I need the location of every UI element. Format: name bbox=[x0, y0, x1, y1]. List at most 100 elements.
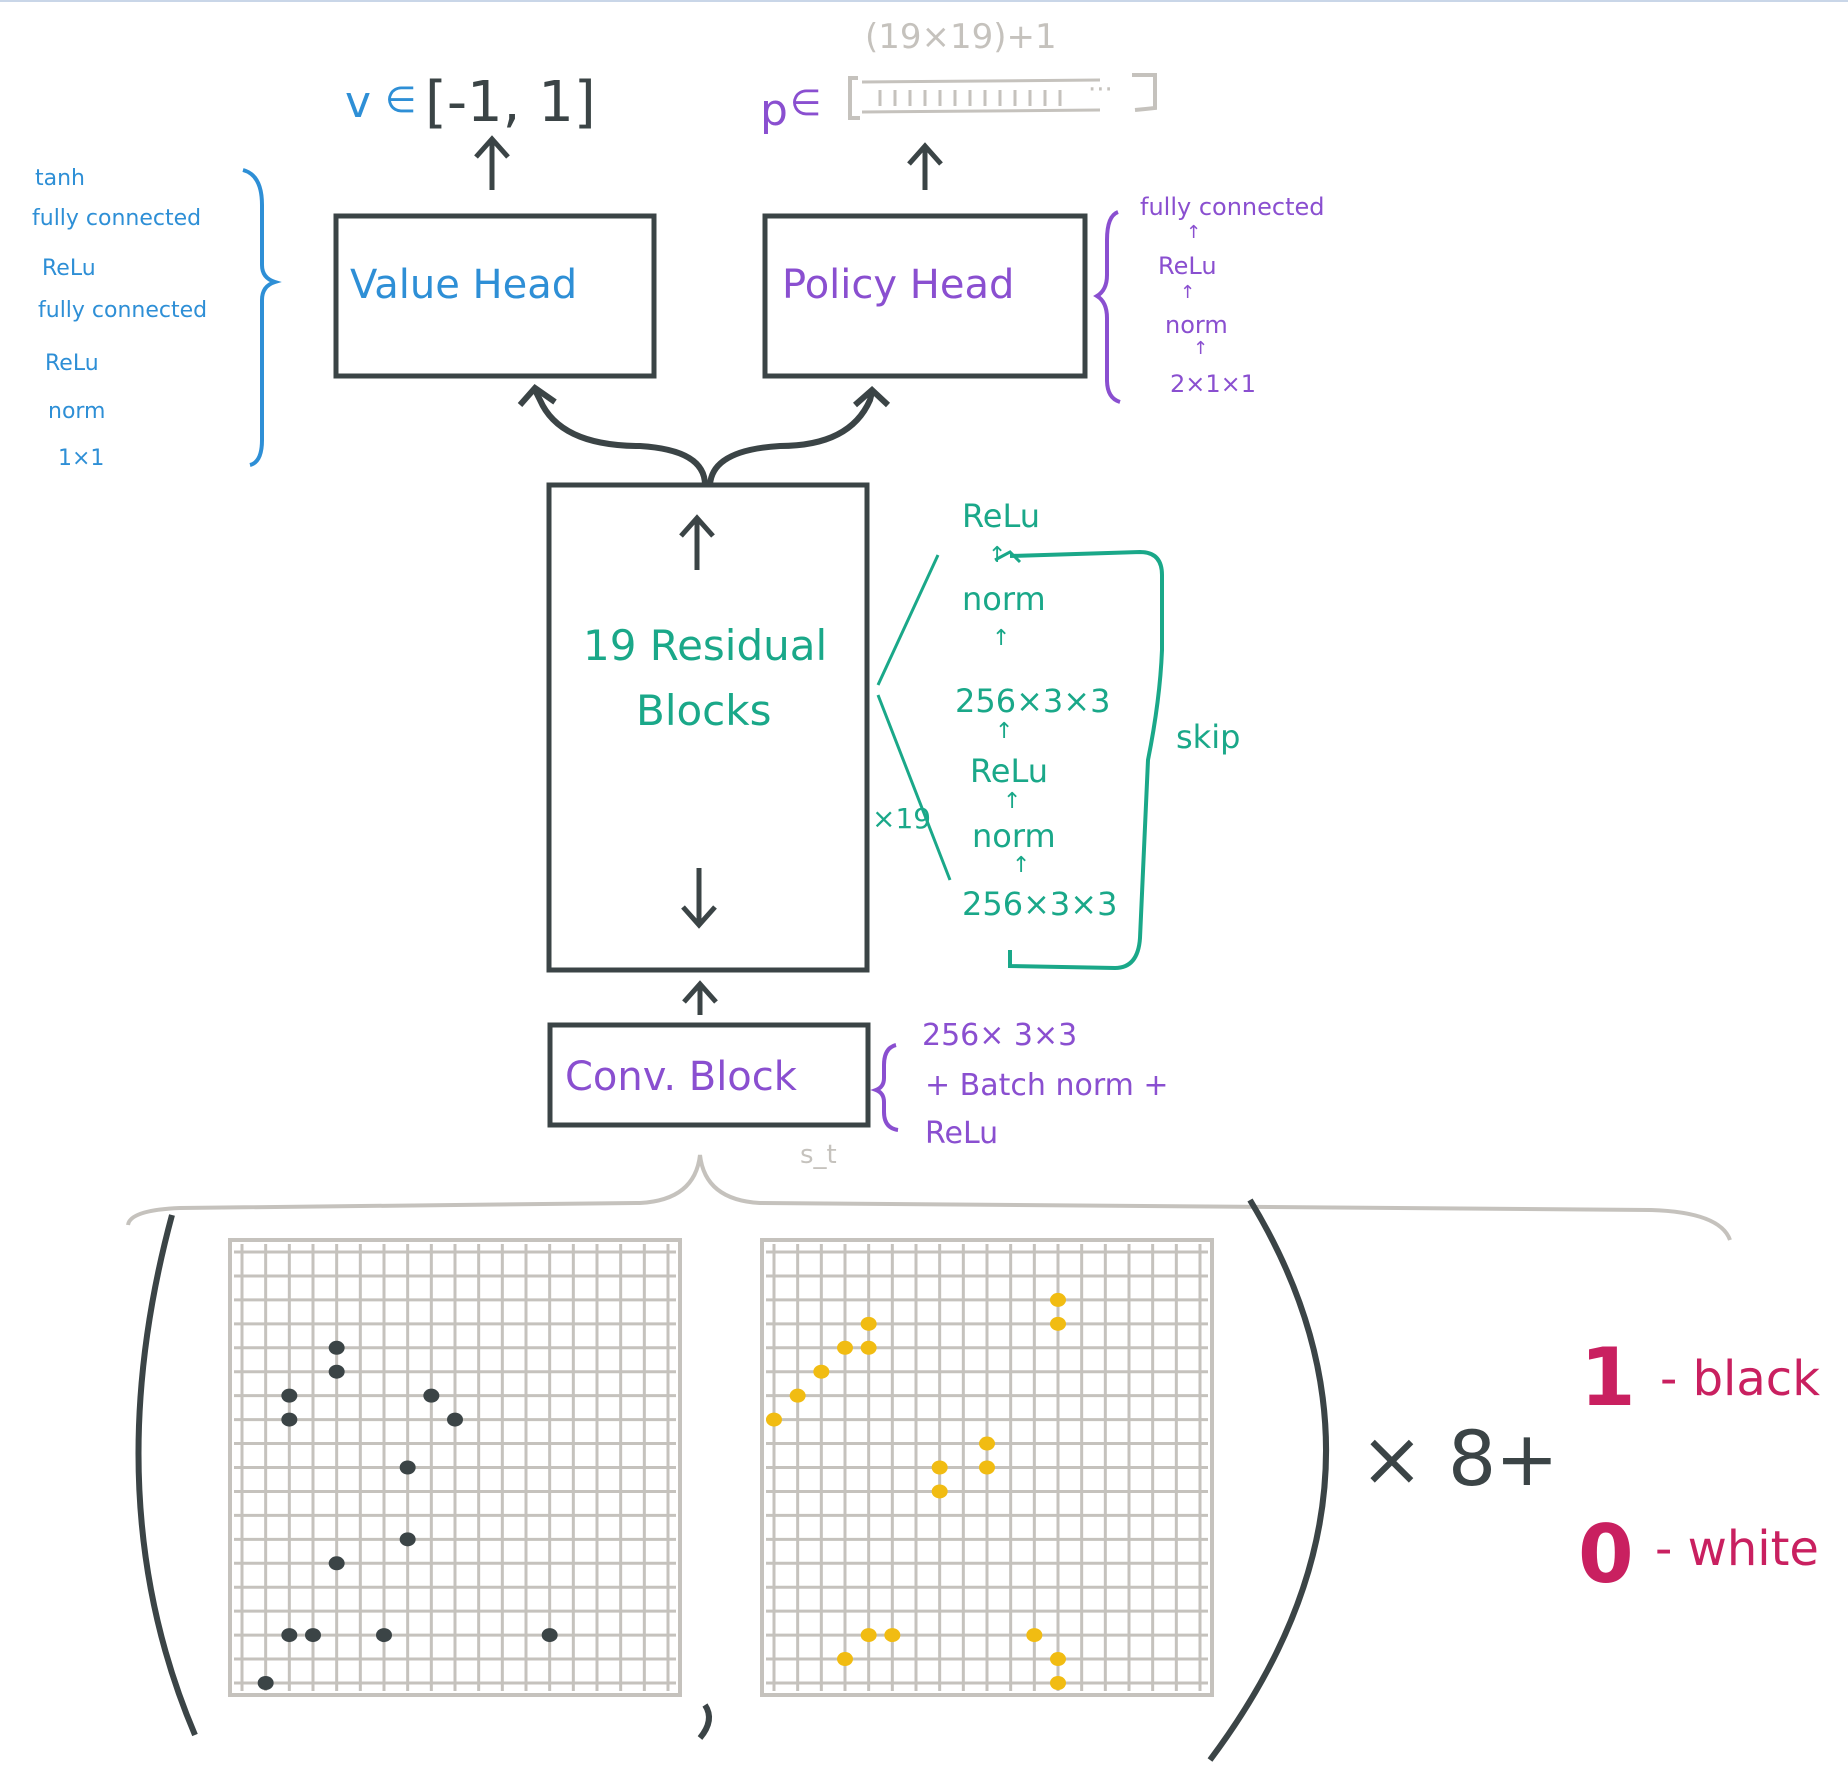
up-arrow-icon: ↑ bbox=[1180, 282, 1195, 303]
go-stone bbox=[1050, 1676, 1066, 1690]
state-label: s_t bbox=[800, 1140, 837, 1170]
go-stone bbox=[813, 1364, 830, 1379]
value-in-symbol: ∈ bbox=[385, 80, 416, 121]
go-stone bbox=[281, 1412, 298, 1427]
go-stone bbox=[1050, 1652, 1066, 1667]
conv-block-label: Conv. Block bbox=[565, 1054, 798, 1100]
plus-sign: + bbox=[1495, 1414, 1559, 1503]
go-stone bbox=[281, 1388, 298, 1403]
value-range: [-1, 1] bbox=[425, 70, 596, 135]
player-label-white: - white bbox=[1655, 1521, 1819, 1577]
policy-output: p ∈ (19×19)+1 ··· bbox=[760, 17, 1157, 136]
go-stone bbox=[399, 1532, 416, 1547]
value-layer-item: norm bbox=[48, 399, 106, 424]
residual-layer-item: 256×3×3 bbox=[962, 885, 1117, 923]
go-stone bbox=[979, 1460, 995, 1475]
board-white-stones bbox=[760, 1238, 1214, 1697]
up-arrow-icon: ↑ bbox=[992, 626, 1010, 651]
value-layer-item: fully connected bbox=[32, 206, 201, 231]
go-stone bbox=[257, 1676, 274, 1690]
value-head-layer-list: tanh fully connected ReLu fully connecte… bbox=[32, 166, 207, 471]
residual-layer-item: ReLu bbox=[970, 752, 1048, 790]
to-policy-head-arrowhead bbox=[853, 385, 891, 408]
up-arrow-icon: ↑ bbox=[988, 543, 1006, 568]
comma-separator bbox=[697, 1703, 712, 1740]
conv-detail-item: ReLu bbox=[925, 1116, 998, 1151]
left-parenthesis bbox=[135, 1214, 198, 1737]
policy-output-arrowhead bbox=[907, 142, 943, 166]
to-value-head-arrowhead bbox=[517, 384, 557, 407]
go-stone bbox=[837, 1340, 853, 1355]
residual-layer-item: ReLu bbox=[962, 497, 1040, 535]
value-layer-item: fully connected bbox=[38, 298, 207, 323]
to-policy-head-arrow bbox=[707, 391, 875, 486]
go-stone bbox=[884, 1628, 901, 1643]
go-stone bbox=[837, 1652, 853, 1667]
policy-layer-item: fully connected bbox=[1140, 193, 1325, 221]
go-stone bbox=[766, 1412, 782, 1427]
board-frame bbox=[760, 1238, 1214, 1697]
up-arrow-icon: ↑ bbox=[995, 719, 1013, 744]
go-stone bbox=[931, 1484, 948, 1499]
up-arrow-icon: ↑ bbox=[1193, 338, 1208, 359]
conv-block bbox=[547, 1022, 871, 1128]
value-layer-item: 1×1 bbox=[58, 446, 104, 471]
residual-label-line1: 19 Residual bbox=[583, 621, 827, 670]
policy-symbol: p bbox=[760, 85, 788, 136]
residual-up-arrowhead bbox=[679, 514, 715, 538]
player-value-black: 1 bbox=[1580, 1331, 1636, 1424]
up-arrow-icon: ↑ bbox=[1012, 853, 1030, 878]
policy-in-symbol: ∈ bbox=[790, 83, 821, 124]
policy-vector bbox=[848, 73, 1157, 120]
skip-label: skip bbox=[1176, 718, 1240, 756]
value-output-arrowhead bbox=[474, 135, 510, 159]
up-arrow-icon: ↑ bbox=[1186, 222, 1201, 243]
right-parenthesis bbox=[1207, 1198, 1329, 1762]
go-stone bbox=[305, 1628, 321, 1643]
go-stone bbox=[423, 1388, 440, 1403]
go-stone bbox=[328, 1556, 345, 1571]
residual-layer-item: 256×3×3 bbox=[955, 682, 1110, 720]
skip-connection-arrowhead bbox=[994, 550, 1022, 564]
policy-layer-item: ReLu bbox=[1158, 252, 1217, 280]
board-frame bbox=[228, 1238, 682, 1697]
policy-head-layer-list: fully connected ↑ ReLu ↑ norm ↑ 2×1×1 bbox=[1140, 193, 1325, 398]
value-head-block bbox=[333, 213, 657, 379]
go-stone bbox=[328, 1340, 345, 1355]
policy-size-label: (19×19)+1 bbox=[865, 17, 1057, 57]
go-stone bbox=[1050, 1316, 1066, 1331]
policy-head-block bbox=[762, 213, 1088, 379]
residual-layer-item: norm bbox=[972, 817, 1056, 855]
skip-connection bbox=[1008, 549, 1164, 971]
policy-layer-item: norm bbox=[1165, 311, 1228, 339]
value-symbol: v bbox=[345, 77, 371, 128]
input-brace bbox=[126, 1154, 1732, 1241]
conv-detail-item: + Batch norm + bbox=[925, 1068, 1169, 1103]
value-layer-item: tanh bbox=[35, 166, 85, 191]
go-stone bbox=[376, 1628, 392, 1643]
value-output: v ∈ [-1, 1] bbox=[345, 70, 596, 135]
conv-detail-brace bbox=[870, 1043, 899, 1132]
go-stone bbox=[447, 1412, 463, 1427]
go-stone bbox=[328, 1364, 345, 1379]
value-layer-item: ReLu bbox=[42, 256, 96, 281]
residual-repeat-label: ×19 bbox=[872, 802, 931, 835]
value-head-brace bbox=[242, 168, 282, 467]
conv-to-residual-arrowhead bbox=[682, 980, 718, 1004]
to-value-head-arrow bbox=[532, 388, 708, 486]
go-stone bbox=[860, 1340, 877, 1355]
policy-vector-ellipsis: ··· bbox=[1088, 75, 1113, 105]
go-stone bbox=[860, 1316, 877, 1331]
go-stone bbox=[541, 1628, 558, 1643]
conv-detail-item: 256× 3×3 bbox=[922, 1018, 1077, 1053]
residual-label-line2: Blocks bbox=[636, 686, 771, 735]
value-head-label: Value Head bbox=[350, 262, 577, 308]
policy-layer-item: 2×1×1 bbox=[1170, 370, 1256, 398]
residual-detail-wedge bbox=[876, 554, 952, 881]
go-stone bbox=[979, 1436, 995, 1451]
go-stone bbox=[860, 1628, 877, 1643]
value-layer-item: ReLu bbox=[45, 351, 99, 376]
history-multiplier: × 8 bbox=[1360, 1414, 1496, 1503]
go-stone bbox=[1050, 1292, 1066, 1307]
